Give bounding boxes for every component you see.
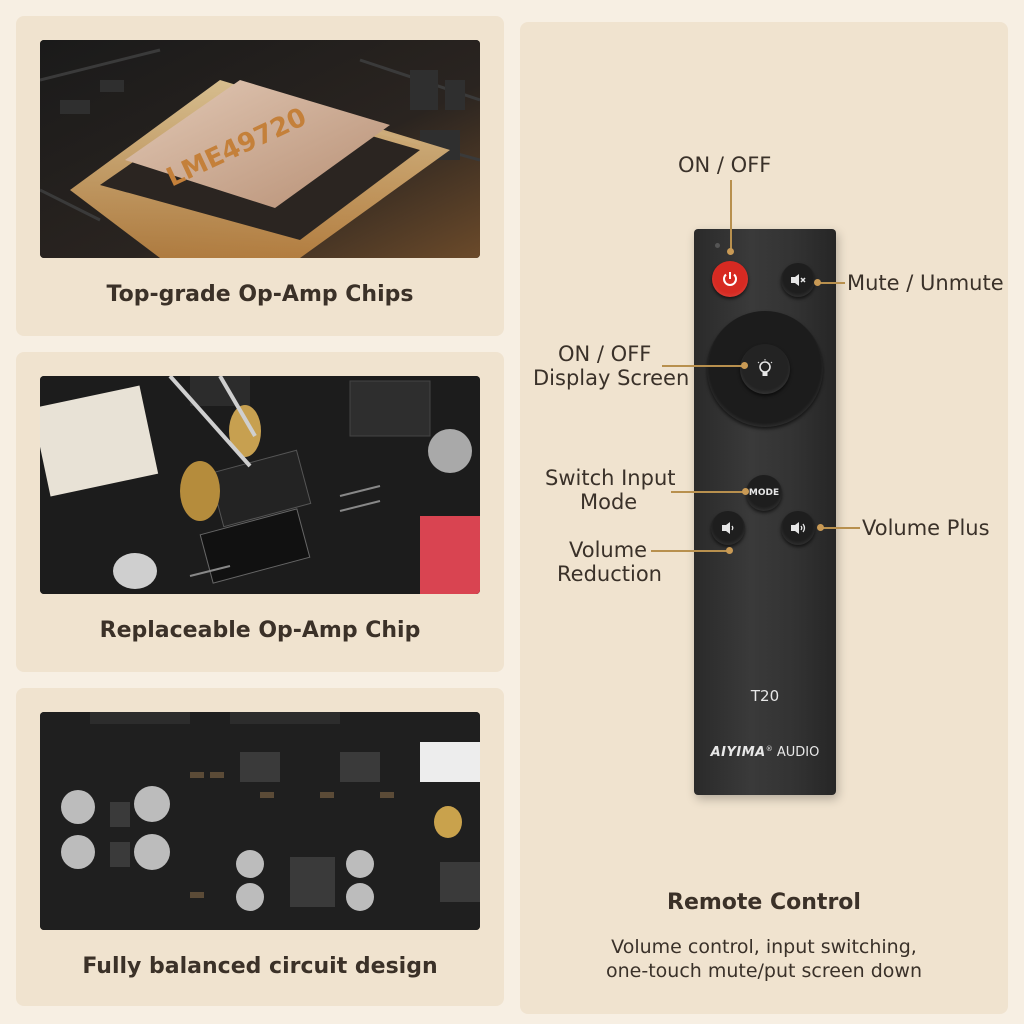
remote-control-title: Remote Control	[667, 890, 861, 915]
brand-suffix: AUDIO	[776, 745, 820, 760]
callout-line-power	[730, 180, 732, 252]
label-display-line2: Display Screen	[533, 366, 690, 390]
status-led	[715, 243, 720, 248]
mute-button[interactable]	[781, 263, 815, 297]
label-volume-up: Volume Plus	[862, 516, 990, 540]
callout-line-input	[671, 491, 745, 493]
remote-control: MODE T20 AIYIMA® AUDIO	[694, 229, 836, 795]
volume-down-button[interactable]	[711, 511, 745, 545]
opamp-chip-image: LME49720	[40, 40, 480, 258]
mode-button[interactable]: MODE	[746, 475, 782, 511]
remote-brand: AIYIMA® AUDIO	[694, 745, 836, 760]
caption-replaceable-chip: Replaceable Op-Amp Chip	[99, 618, 421, 643]
feature-card-balanced: Fully balanced circuit design	[16, 688, 504, 1006]
volume-low-icon	[722, 522, 734, 534]
label-display-line1: ON / OFF	[558, 342, 652, 366]
lightbulb-icon	[757, 359, 773, 376]
caption-balanced-circuit: Fully balanced circuit design	[82, 954, 438, 979]
callout-line-volume-up	[820, 527, 860, 529]
callout-dot-input	[742, 488, 749, 495]
label-volume-down-line1: Volume	[569, 538, 648, 562]
feature-card-replaceable: Replaceable Op-Amp Chip	[16, 352, 504, 672]
label-mute: Mute / Unmute	[847, 271, 1004, 295]
power-icon	[723, 272, 737, 286]
label-input-line1: Switch Input	[545, 466, 676, 490]
remote-description-line1: Volume control, input switching,	[611, 936, 917, 958]
registered-mark-icon: ®	[765, 745, 773, 753]
volume-up-button[interactable]	[781, 511, 815, 545]
caption-opamp-chips: Top-grade Op-Amp Chips	[106, 282, 414, 307]
label-input-line2: Mode	[580, 490, 638, 514]
label-power: ON / OFF	[678, 153, 772, 177]
feature-card-opamp: LME49720 Top-grade Op-Amp Chips	[16, 16, 504, 336]
navigation-ring[interactable]	[707, 311, 823, 427]
power-button[interactable]	[712, 261, 748, 297]
callout-dot-display	[741, 362, 748, 369]
mute-icon	[791, 274, 806, 286]
brand-logo: AIYIMA	[710, 745, 766, 760]
display-button[interactable]	[740, 344, 790, 394]
callout-dot-volume-down	[726, 547, 733, 554]
mode-button-label: MODE	[748, 488, 780, 498]
label-volume-down-line2: Reduction	[557, 562, 662, 586]
replaceable-chip-image	[40, 376, 480, 594]
remote-model: T20	[750, 687, 780, 705]
callout-dot-mute	[814, 279, 821, 286]
volume-high-icon	[791, 522, 806, 534]
callout-dot-power	[727, 248, 734, 255]
callout-line-display	[662, 365, 744, 367]
callout-line-mute	[817, 282, 845, 284]
callout-dot-volume-up	[817, 524, 824, 531]
remote-description-line2: one-touch mute/put screen down	[605, 960, 922, 982]
balanced-circuit-image	[40, 712, 480, 930]
callout-line-volume-down	[651, 550, 730, 552]
